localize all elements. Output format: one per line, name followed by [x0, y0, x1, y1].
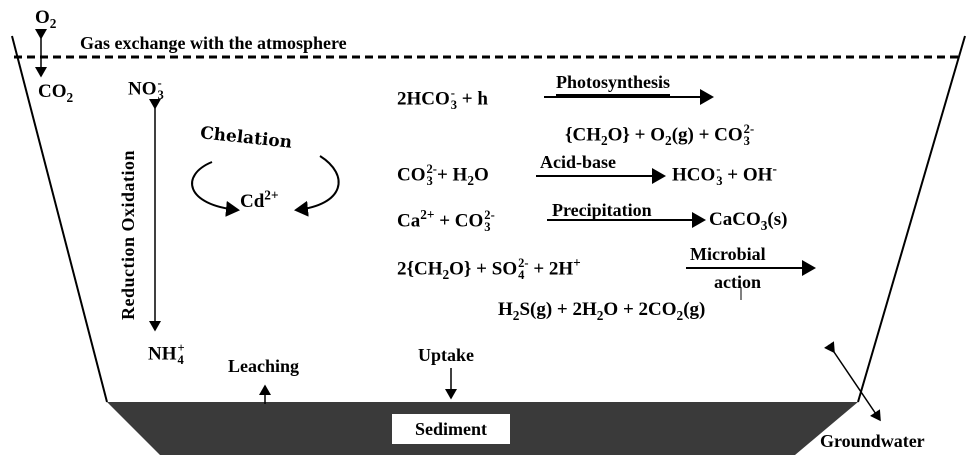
uptake-label: Uptake [418, 345, 475, 365]
basin-right-wall [857, 35, 966, 403]
photosynthesis-label: Photosynthesis [556, 72, 671, 96]
groundwater-arrow [823, 341, 881, 422]
o2-label: O2 [35, 7, 57, 31]
ammonium-label: NH+4 [148, 341, 185, 367]
basin-left-wall [11, 35, 108, 403]
co2-label: CO2 [38, 81, 74, 105]
acid-base-label: Acid-base [540, 152, 616, 172]
microbial-label: Microbial [690, 244, 766, 264]
reaction3-products: CaCO3(s) [709, 209, 788, 233]
gas-exchange-label: Gas exchange with the atmosphere [80, 33, 347, 53]
groundwater-label: Groundwater [820, 431, 925, 451]
chelation-left-arc [191, 161, 240, 217]
reaction1-reactants: 2HCO-3 + h [397, 86, 488, 112]
cadmium-ion-label: Cd2+ [240, 187, 279, 212]
chelation-right-arc [294, 155, 340, 217]
reaction2-products: HCO-3 + OH- [672, 160, 777, 188]
redox-axis-label: Reduction Oxidation [118, 149, 138, 320]
nitrate-label: NO-3 [128, 76, 164, 102]
action-label: action [714, 272, 761, 292]
leaching-label: Leaching [228, 356, 300, 376]
reaction4-products: H2S(g) + 2H2O + 2CO2(g) [498, 299, 706, 323]
sediment-label: Sediment [392, 414, 510, 444]
precipitation-label: Precipitation [552, 200, 652, 220]
